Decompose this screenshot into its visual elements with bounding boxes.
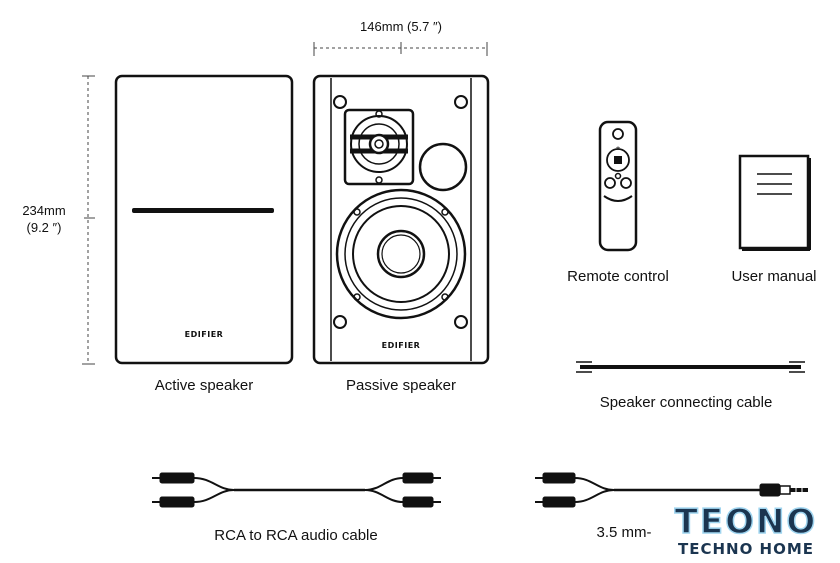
active-speaker-label: Active speaker — [154, 377, 254, 394]
remote-control-drawing: + — [598, 120, 638, 252]
passive-speaker-logo: EDIFIER — [381, 341, 421, 350]
passive-speaker-label: Passive speaker — [345, 377, 457, 394]
teono-logo-text: TEONO — [674, 501, 818, 543]
passive-speaker-drawing — [312, 74, 490, 365]
aux-to-rca-cable-drawing — [535, 472, 808, 508]
width-dimension-label: 146mm (5.7 ″) — [360, 19, 442, 34]
height-dimension-label: 234mm (9.2 ″) — [12, 202, 76, 236]
active-speaker-drawing — [114, 74, 294, 365]
svg-text:+: + — [615, 145, 620, 152]
active-speaker-logo: EDIFIER — [184, 330, 224, 339]
speaker-cable-label: Speaker connecting cable — [599, 394, 773, 411]
teono-tagline: TECHNO HOME — [677, 540, 815, 558]
teono-watermark: TEONO TECHNO HOME — [660, 501, 832, 560]
height-dimension-line — [82, 75, 95, 365]
user-manual-label: User manual — [731, 268, 817, 285]
width-dimension-line — [313, 42, 488, 56]
height-in: (9.2 ″) — [26, 220, 62, 235]
rca-cable-label: RCA to RCA audio cable — [214, 527, 378, 544]
aux-cable-label: 3.5 mm- — [596, 524, 652, 541]
user-manual-drawing — [738, 154, 811, 251]
rca-to-rca-cable-drawing — [152, 472, 441, 508]
remote-control-label: Remote control — [567, 268, 669, 285]
speaker-connecting-cable-drawing — [576, 361, 805, 373]
height-mm: 234mm — [22, 203, 66, 218]
